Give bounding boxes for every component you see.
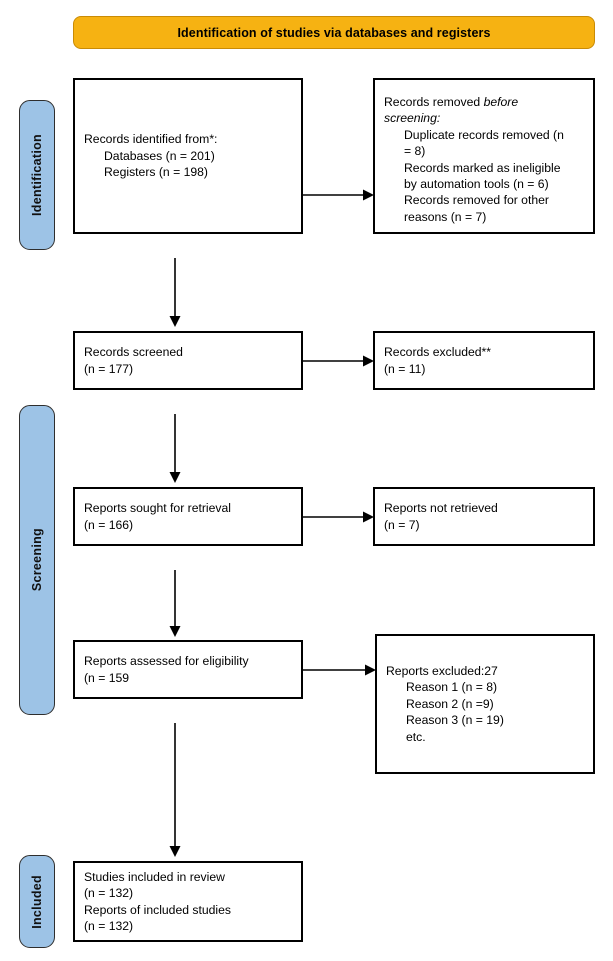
node-line-italic-before: before: [483, 95, 519, 109]
node-line: (n = 11): [384, 361, 426, 376]
node-line: Reports excluded:27: [386, 663, 498, 678]
arrow-identified-to-screened: [166, 258, 184, 328]
node-line: (n = 177): [84, 361, 134, 376]
node-reports-sought-for-retrieval: Reports sought for retrieval (n = 166): [73, 487, 303, 546]
arrow-assessed-to-reports-excluded: [303, 661, 377, 679]
node-records-identified: Records identified from*: Databases (n =…: [73, 78, 303, 234]
node-line: Reports of included studies: [84, 902, 232, 917]
stage-sidebar-identification: Identification: [19, 100, 55, 250]
node-line: Reason 1 (n = 8): [406, 680, 498, 695]
stage-label-identification: Identification: [30, 134, 44, 216]
arrow-reports-sought-to-assessed: [166, 570, 184, 638]
node-studies-included: Studies included in review (n = 132) Rep…: [73, 861, 303, 942]
node-reports-assessed-for-eligibility: Reports assessed for eligibility (n = 15…: [73, 640, 303, 699]
banner-title: Identification of studies via databases …: [177, 25, 491, 40]
banner-identification-header: Identification of studies via databases …: [73, 16, 595, 49]
node-records-screened: Records screened (n = 177): [73, 331, 303, 390]
stage-sidebar-screening: Screening: [19, 405, 55, 715]
node-line: Reason 3 (n = 19): [406, 713, 504, 728]
node-line: Records removed for other: [404, 193, 549, 208]
node-line: Records screened: [84, 345, 183, 360]
node-line: Records marked as ineligible: [404, 160, 561, 175]
node-line: Databases (n = 201): [104, 148, 215, 163]
arrow-screened-to-excluded: [303, 352, 375, 370]
node-line: Records excluded**: [384, 345, 492, 360]
node-line: Reports assessed for eligibility: [84, 654, 249, 669]
node-line-head: Records removed: [384, 95, 484, 109]
node-line-emphasis: Records removed before: [384, 94, 585, 110]
arrow-reports-sought-to-not-retrieved: [303, 508, 375, 526]
node-line: (n = 159: [84, 670, 130, 685]
node-line: (n = 132): [84, 918, 134, 933]
node-line: Duplicate records removed (n: [404, 127, 564, 142]
node-line: (n = 7): [384, 517, 420, 532]
node-records-excluded: Records excluded** (n = 11): [373, 331, 595, 390]
node-line: Registers (n = 198): [104, 165, 208, 180]
node-line: Records identified from*:: [84, 132, 218, 147]
stage-label-screening: Screening: [30, 528, 44, 592]
node-line: Reason 2 (n =9): [406, 696, 494, 711]
node-line: Reports not retrieved: [384, 501, 498, 516]
node-line: by automation tools (n = 6): [404, 177, 549, 192]
node-line: = 8): [404, 144, 426, 159]
stage-label-included: Included: [30, 874, 44, 929]
node-reports-excluded: Reports excluded:27 Reason 1 (n = 8) Rea…: [375, 634, 595, 774]
node-line: (n = 166): [84, 517, 134, 532]
node-line: etc.: [406, 729, 426, 744]
node-line: Studies included in review: [84, 869, 225, 884]
node-line-italic-screening: screening:: [384, 111, 441, 126]
arrow-screened-to-reports-sought: [166, 414, 184, 484]
arrow-assessed-to-studies-included: [166, 723, 184, 858]
node-line: reasons (n = 7): [404, 209, 487, 224]
stage-sidebar-included: Included: [19, 855, 55, 948]
node-line: (n = 132): [84, 886, 134, 901]
node-line: Reports sought for retrieval: [84, 501, 231, 516]
node-reports-not-retrieved: Reports not retrieved (n = 7): [373, 487, 595, 546]
arrow-identified-to-removed: [303, 186, 375, 204]
node-records-removed-before-screening: Records removed before screening: Duplic…: [373, 78, 595, 234]
